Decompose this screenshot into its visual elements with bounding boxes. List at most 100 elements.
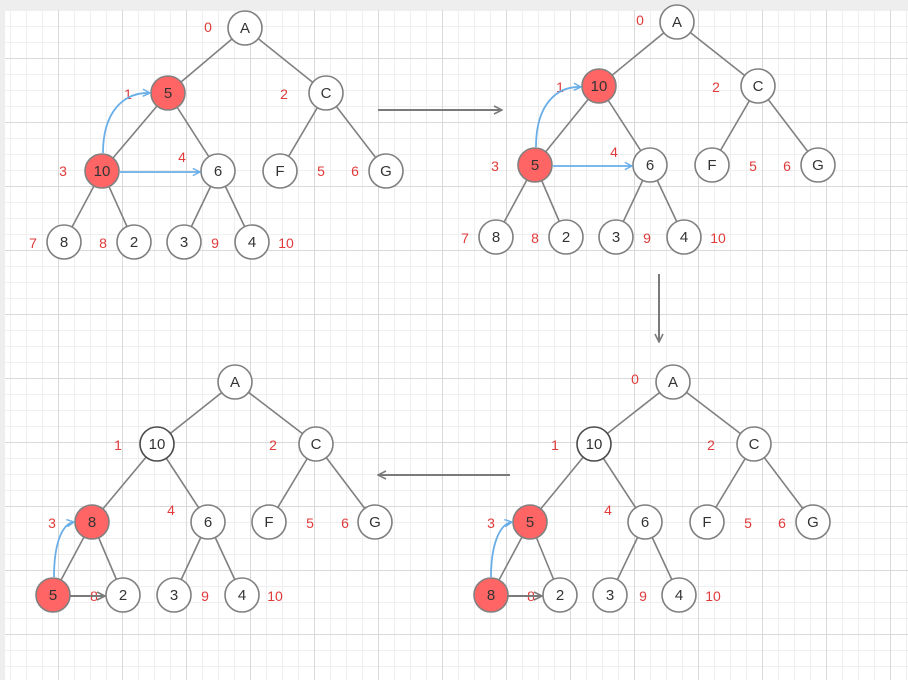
node-circle (227, 10, 263, 46)
heap-node: 2 (116, 224, 152, 260)
node-circle (357, 504, 393, 540)
node-index-label: 8 (99, 235, 107, 251)
node-label: F (702, 514, 711, 531)
node-label: 8 (492, 229, 500, 246)
node-circle (736, 426, 772, 462)
node-circle (576, 426, 612, 462)
node-circle (166, 224, 202, 260)
node-label: 5 (164, 85, 172, 102)
node-index-label: 2 (712, 79, 720, 95)
node-circle (795, 504, 831, 540)
heap-node: G (800, 147, 836, 183)
heap-node: 4 (224, 577, 260, 613)
node-label: 3 (170, 587, 178, 604)
node-index-label: 6 (783, 158, 791, 174)
node-index-label: 3 (487, 515, 495, 531)
node-label: 5 (526, 514, 534, 531)
node-label: 2 (130, 234, 138, 251)
heap-node: 10 (576, 426, 612, 462)
node-circle (234, 224, 270, 260)
node-index-label: 10 (267, 588, 283, 604)
heap-node: 6 (627, 504, 663, 540)
node-index-label: 4 (178, 149, 186, 165)
node-index-label: 3 (48, 515, 56, 531)
node-label: 10 (94, 163, 111, 180)
node-label: G (369, 514, 381, 531)
node-circle (689, 504, 725, 540)
node-label: 4 (248, 234, 256, 251)
node-circle (659, 4, 695, 40)
heap-node: F (251, 504, 287, 540)
node-circle (139, 426, 175, 462)
node-label: G (812, 157, 824, 174)
node-label: F (707, 157, 716, 174)
swap-arrow (490, 522, 512, 578)
node-label: G (807, 514, 819, 531)
node-index-label: 0 (631, 371, 639, 387)
node-label: A (672, 14, 682, 31)
node-circle (116, 224, 152, 260)
node-label: 4 (675, 587, 683, 604)
heap-node: 3 (156, 577, 192, 613)
node-circle (740, 68, 776, 104)
node-index-label: 2 (707, 437, 715, 453)
node-circle (598, 219, 634, 255)
node-index-label: 9 (643, 230, 651, 246)
heap-node: 4 (666, 219, 702, 255)
node-circle (592, 577, 628, 613)
node-circle (308, 75, 344, 111)
heap-node: F (262, 153, 298, 189)
node-label: 3 (606, 587, 614, 604)
heap-node: A (217, 364, 253, 400)
node-label: C (321, 85, 332, 102)
node-label: 8 (487, 587, 495, 604)
node-label: 2 (119, 587, 127, 604)
node-circle (156, 577, 192, 613)
heap-node: 5 (512, 504, 548, 540)
heap-node: 6 (190, 504, 226, 540)
node-label: 8 (60, 234, 68, 251)
node-index-label: 1 (124, 86, 132, 102)
left-border (0, 0, 5, 680)
node-index-label: 5 (744, 515, 752, 531)
node-index-label: 1 (556, 79, 564, 95)
node-circle (251, 504, 287, 540)
node-label: F (275, 163, 284, 180)
heap-node: 5 (35, 577, 71, 613)
node-index-label: 9 (211, 235, 219, 251)
heap-node: 4 (661, 577, 697, 613)
node-circle (200, 153, 236, 189)
node-index-label: 9 (201, 588, 209, 604)
heap-node: 10 (581, 68, 617, 104)
node-index-label: 7 (461, 230, 469, 246)
node-index-label: 2 (280, 86, 288, 102)
node-circle (478, 219, 514, 255)
node-index-label: 5 (749, 158, 757, 174)
heap-node: 2 (105, 577, 141, 613)
node-label: 6 (641, 514, 649, 531)
heap-node: A (655, 364, 691, 400)
node-circle (84, 153, 120, 189)
heap-node: 6 (200, 153, 236, 189)
node-index-label: 5 (306, 515, 314, 531)
node-index-label: 9 (639, 588, 647, 604)
node-circle (655, 364, 691, 400)
node-circle (224, 577, 260, 613)
node-circle (548, 219, 584, 255)
heap-node: C (308, 75, 344, 111)
node-index-label: 1 (114, 437, 122, 453)
heap-node: G (795, 504, 831, 540)
node-index-label: 0 (204, 19, 212, 35)
heap-node: 5 (150, 75, 186, 111)
node-index-label: 4 (610, 144, 618, 160)
node-circle (368, 153, 404, 189)
heap-node: C (740, 68, 776, 104)
node-label: 4 (680, 229, 688, 246)
heap-node: A (227, 10, 263, 46)
heap-node: 3 (592, 577, 628, 613)
node-circle (105, 577, 141, 613)
node-label: 2 (562, 229, 570, 246)
node-index-label: 3 (491, 158, 499, 174)
